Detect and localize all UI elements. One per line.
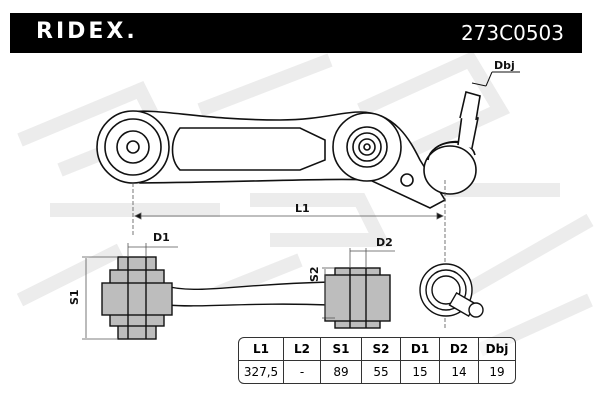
- arm-side-view: [101, 256, 484, 340]
- col-dbj: Dbj: [479, 338, 515, 361]
- d2-label: D2: [376, 236, 393, 249]
- header-bar: RIDEX. 273C0503: [10, 13, 582, 53]
- part-number: 273C0503: [460, 21, 564, 45]
- value-l1: 327,5: [239, 361, 284, 383]
- d1-label: D1: [153, 231, 170, 244]
- s2-label: S2: [308, 266, 321, 282]
- value-l2: -: [284, 361, 321, 383]
- arm-top-view: [96, 90, 481, 209]
- dbj-label: Dbj: [494, 59, 515, 72]
- dimensions-table: L1 L2 S1 S2 D1 D2 Dbj 327,5 - 89 55 15 1…: [238, 337, 516, 384]
- col-l2: L2: [284, 338, 321, 361]
- table-row: 327,5 - 89 55 15 14 19: [239, 361, 515, 383]
- l1-label: L1: [295, 202, 310, 215]
- s1-label: S1: [68, 289, 81, 305]
- col-s2: S2: [362, 338, 401, 361]
- table-header-row: L1 L2 S1 S2 D1 D2 Dbj: [239, 338, 515, 361]
- value-d2: 14: [440, 361, 479, 383]
- brand-logo: RIDEX.: [36, 19, 138, 44]
- col-l1: L1: [239, 338, 284, 361]
- value-s1: 89: [321, 361, 362, 383]
- value-dbj: 19: [489, 365, 505, 379]
- col-d2: D2: [440, 338, 479, 361]
- col-d1: D1: [401, 338, 440, 361]
- col-s1: S1: [321, 338, 362, 361]
- value-s2: 55: [362, 361, 401, 383]
- value-d1: 15: [401, 361, 440, 383]
